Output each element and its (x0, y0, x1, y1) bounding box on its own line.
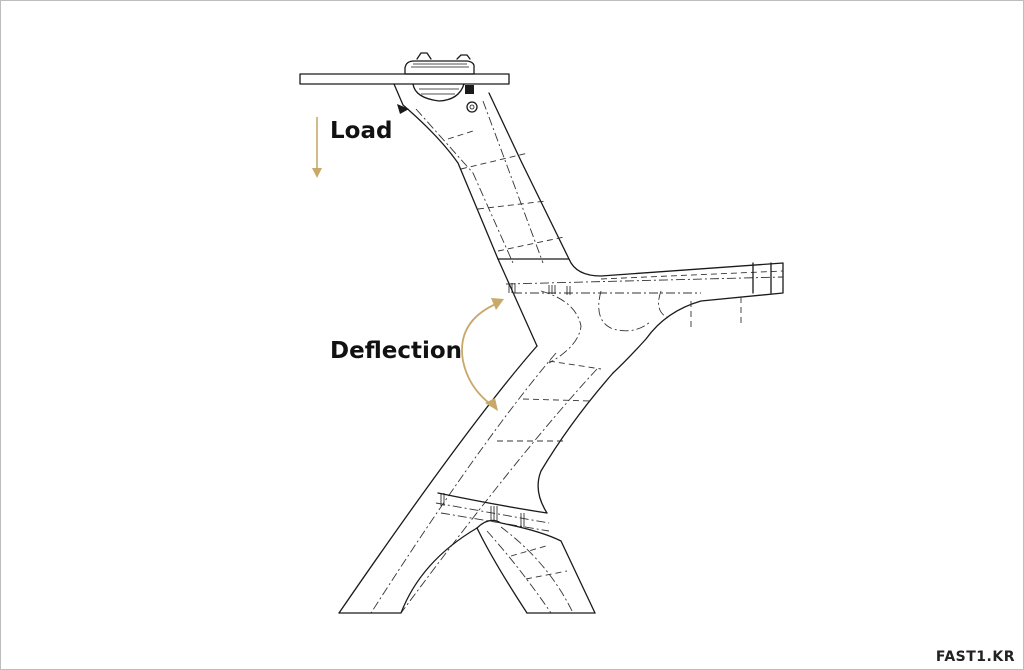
down-arrow-icon (312, 117, 322, 178)
saddle-clamp-icon (299, 52, 510, 114)
seat-tube (393, 83, 570, 264)
lower-junction (338, 492, 596, 614)
load-label: Load (330, 118, 393, 144)
down-tube (338, 345, 614, 614)
deflection-label: Deflection (330, 338, 463, 364)
frame-junction (497, 258, 784, 374)
saddle-rail (299, 73, 510, 85)
watermark: FAST1.KR (935, 649, 1015, 665)
curved-double-arrow-icon (461, 298, 504, 411)
